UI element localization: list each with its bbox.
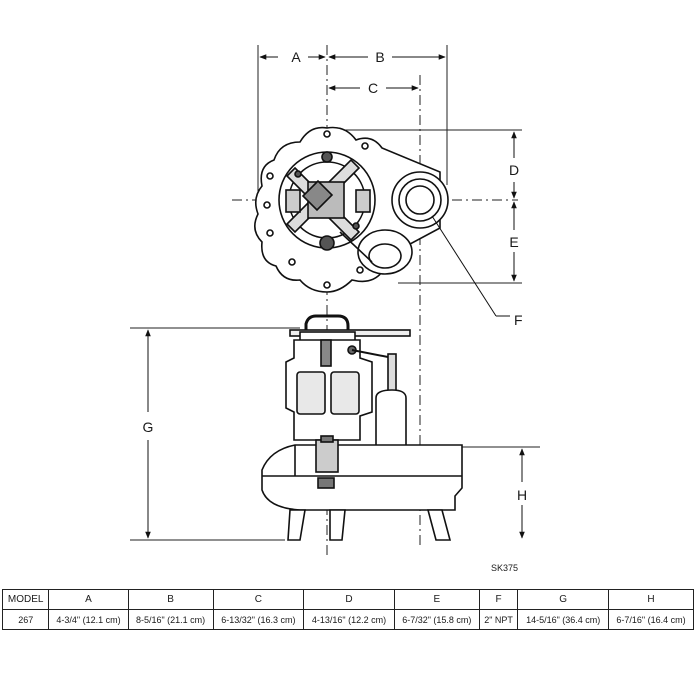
label-c: C [368, 80, 378, 96]
dimension-c: C [328, 80, 419, 96]
table-header: G [517, 589, 610, 610]
table-cell: 8-5/16" (21.1 cm) [127, 609, 214, 630]
table-cell: 14-5/16" (36.4 cm) [517, 609, 610, 630]
label-h: H [517, 487, 527, 503]
table-header: F [478, 589, 519, 610]
leader-f: F [431, 215, 523, 328]
label-g: G [143, 419, 154, 435]
dimension-b: B [328, 49, 446, 65]
table-cell: 2" NPT [478, 609, 519, 630]
dimension-e: E [509, 201, 519, 282]
dimension-g: G [143, 329, 154, 539]
label-e: E [509, 234, 518, 250]
table-header: B [127, 589, 214, 610]
label-b: B [375, 49, 384, 65]
table-cell: 4-3/4" (12.1 cm) [48, 609, 129, 630]
dimension-a: A [259, 49, 326, 65]
table-header: C [212, 589, 305, 610]
table-cell: 267 [1, 609, 50, 630]
dimension-h: H [517, 448, 527, 539]
label-a: A [291, 49, 301, 65]
table-header: H [608, 589, 694, 610]
table-row: 267 4-3/4" (12.1 cm) 8-5/16" (21.1 cm) 6… [1, 609, 694, 630]
table-cell: 4-13/16" (12.2 cm) [303, 609, 395, 630]
table-cell: 6-7/16" (16.4 cm) [608, 609, 694, 630]
pump-top-view [254, 126, 449, 293]
pump-side-view [261, 314, 463, 541]
drawing-reference: SK375 [491, 563, 518, 573]
pump-dimension-drawing: A B C D E G H [130, 45, 540, 573]
table-header: D [303, 589, 395, 610]
table-header: E [393, 589, 480, 610]
label-f: F [514, 312, 523, 328]
table-cell: 6-13/32" (16.3 cm) [212, 609, 305, 630]
label-d: D [509, 162, 519, 178]
extension-lines [130, 45, 540, 541]
dimension-d: D [509, 131, 519, 199]
table-cell: 6-7/32" (15.8 cm) [393, 609, 480, 630]
table-header: A [48, 589, 129, 610]
dimension-table: MODEL A B C D E F G H 267 4-3/4" (12.1 c… [1, 589, 694, 630]
table-header: MODEL [1, 589, 50, 610]
table-header-row: MODEL A B C D E F G H [1, 589, 694, 610]
